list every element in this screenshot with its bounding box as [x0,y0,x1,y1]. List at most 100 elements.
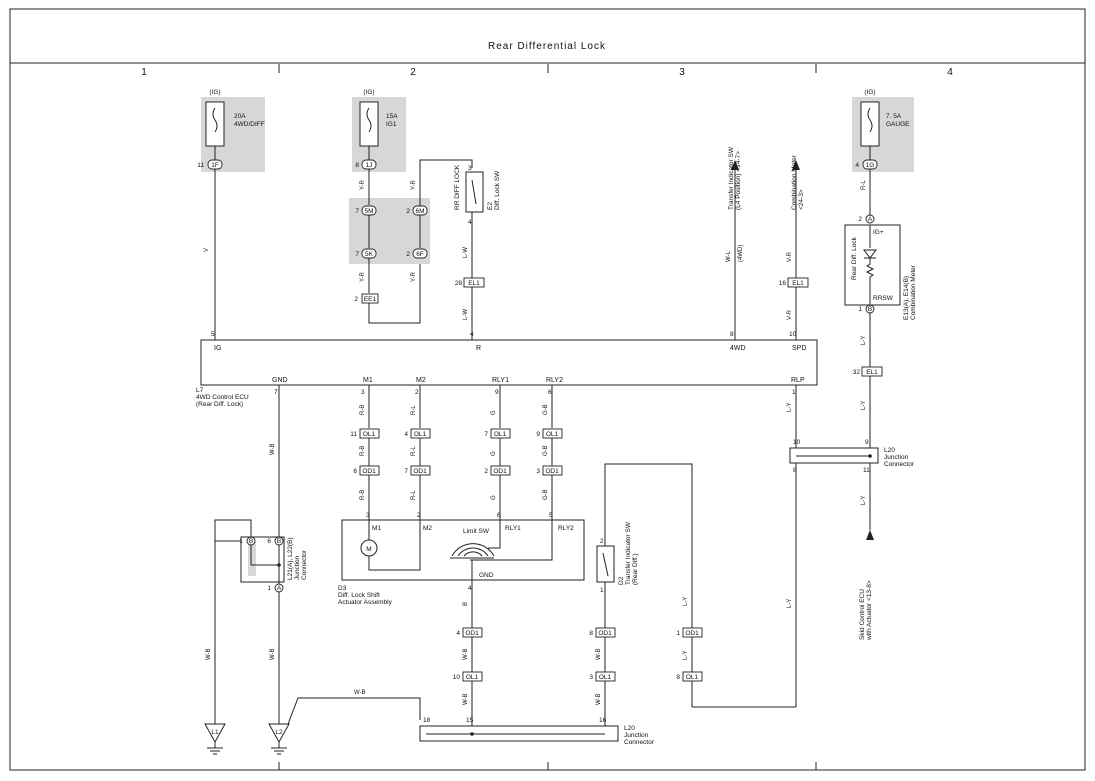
svg-text:M2: M2 [416,377,426,384]
svg-text:V-R: V-R [787,251,793,262]
wire-rlp: L-Y L-Y [691,385,797,708]
svg-text:B: B [868,306,872,313]
svg-text:8: 8 [676,674,680,681]
svg-text:4: 4 [468,585,472,592]
svg-text:W-B: W-B [270,443,276,455]
svg-text:3: 3 [468,165,472,172]
ground-l1: L1 [204,723,226,755]
svg-text:Connector: Connector [624,739,655,746]
svg-text:5K: 5K [365,251,374,258]
wire-l-y-meter: EL1 32 L-Y L-Y [853,313,883,448]
svg-text:OL1: OL1 [414,431,427,438]
svg-text:1J: 1J [366,162,373,169]
wire-m1: OL1 11 OD1 6 R-B R-B R-B 3 [350,385,380,520]
wire-actuator-gnd: 4 OD1 4 OL1 10 B W-B W-B [453,580,483,726]
svg-text:Actuator Assembly: Actuator Assembly [338,599,393,606]
svg-text:(4WD): (4WD) [738,245,744,262]
svg-text:A: A [868,216,873,223]
svg-text:(IG): (IG) [363,89,374,96]
svg-text:G: G [491,495,497,500]
svg-text:W-B: W-B [354,690,366,696]
svg-text:6F: 6F [416,251,424,258]
svg-text:L21(A), L22(B): L21(A), L22(B) [287,537,294,580]
svg-text:L-Y: L-Y [683,597,689,606]
wire-color-v: V [204,248,210,252]
svg-text:2: 2 [406,251,410,258]
svg-text:8: 8 [355,162,359,169]
svg-text:Y-R: Y-R [360,180,366,190]
svg-text:EL1: EL1 [866,369,878,376]
svg-text:B: B [463,602,469,606]
wire-rly1: OL1 7 OD1 2 G G G 6 [484,385,511,520]
svg-text:2: 2 [415,389,419,396]
svg-text:OL1: OL1 [466,674,479,681]
svg-text:2: 2 [858,216,862,223]
svg-text:28: 28 [455,280,463,287]
svg-text:4WD/DIFF: 4WD/DIFF [234,121,265,128]
svg-text:OD1: OD1 [362,468,376,475]
svg-text:L7: L7 [196,387,204,394]
svg-text:3: 3 [366,512,370,519]
svg-text:EL1: EL1 [468,280,480,287]
ground-l2: L2 [268,723,290,755]
svg-text:1: 1 [792,389,796,396]
svg-text:8: 8 [793,467,797,474]
svg-text:2: 2 [417,512,421,519]
wire-skid-ecu: L-Y Skid Control ECU with Actuator <13-8… [859,463,874,641]
junction-connector-l20-bottom: 18 15 16 L20 Junction Connector [419,717,655,746]
svg-text:SPD: SPD [792,345,806,352]
wire-ig1-chain: 5M 7 5K 7 EE1 2 Y-R Y-R [349,159,473,324]
offpage-meter-label: Combination Meter [791,154,798,210]
svg-text:6: 6 [353,468,357,475]
svg-text:(IG): (IG) [209,89,220,96]
svg-text:OL1: OL1 [363,431,376,438]
svg-text:L-Y: L-Y [861,496,867,505]
diff-lock-switch-e2[interactable]: 3 4 RR DIFF LOCK E2 Diff. Lock SW [454,164,501,226]
svg-text:9: 9 [536,431,540,438]
svg-text:B: B [249,538,253,545]
svg-text:7: 7 [355,251,359,258]
wire-6m-6f: 6M 2 6F 2 Y-R Y-R [403,170,430,282]
svg-text:OD1: OD1 [493,468,507,475]
svg-text:1: 1 [239,538,243,545]
svg-text:Connector: Connector [884,461,915,468]
svg-text:A: A [277,585,282,592]
svg-text:D3: D3 [338,585,347,592]
svg-text:IG+: IG+ [873,229,884,236]
svg-text:4: 4 [855,162,859,169]
svg-text:7. 5A: 7. 5A [886,113,902,120]
svg-text:OD1: OD1 [413,468,427,475]
svg-text:EL1: EL1 [792,280,804,287]
svg-text:10: 10 [789,331,797,338]
wire-4wd: W-L (4WD) Transfer Indicator SW (L4 Posi… [726,146,744,340]
svg-text:11: 11 [863,467,870,474]
svg-text:L-Y: L-Y [787,599,793,608]
svg-text:7: 7 [484,431,488,438]
svg-text:B: B [277,538,281,545]
svg-text:RRSW: RRSW [873,295,894,302]
svg-text:G: G [491,410,497,415]
svg-text:Diff. Lock Shift: Diff. Lock Shift [338,592,380,599]
svg-text:W-B: W-B [463,693,469,705]
svg-text:L20: L20 [884,447,895,454]
svg-text:L-Y: L-Y [861,336,867,345]
svg-text:15A: 15A [386,113,398,120]
svg-text:W-B: W-B [596,693,602,705]
svg-text:16: 16 [599,717,607,724]
svg-text:G: G [491,451,497,456]
svg-text:OL1: OL1 [546,431,559,438]
offpage-skid-label: Skid Control ECU [859,589,866,640]
svg-text:2: 2 [484,468,488,475]
svg-text:L20: L20 [624,725,635,732]
svg-text:5: 5 [549,512,553,519]
transfer-indicator-switch-d2[interactable]: 2 1 D2 Transfer Indicator SW (Rear Diff.… [596,521,639,594]
svg-text:G-B: G-B [543,489,549,500]
svg-text:6M: 6M [415,208,424,215]
svg-text:L2: L2 [275,729,283,736]
svg-text:<24-3>: <24-3> [798,189,805,210]
svg-text:R-L: R-L [411,490,417,500]
svg-text:18: 18 [423,717,431,724]
column-number-3: 3 [679,67,685,78]
svg-text:7: 7 [274,389,278,396]
